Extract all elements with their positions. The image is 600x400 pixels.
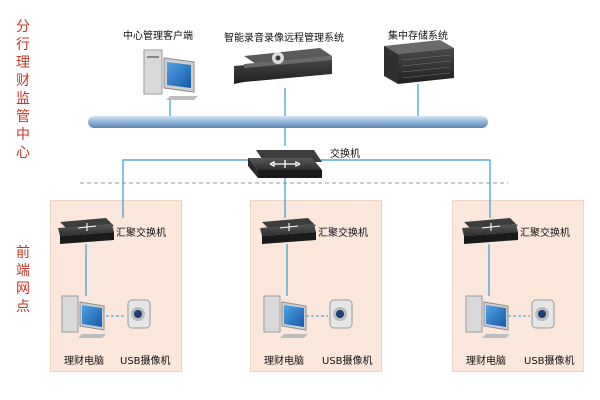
branch-1-switch-label: 汇聚交换机 <box>116 228 166 239</box>
network-bus <box>88 116 488 128</box>
branch-2-pc-label: 理财电脑 <box>264 356 304 367</box>
branch-2-switch-label: 汇聚交换机 <box>318 228 368 239</box>
branch-1-switch-icon <box>58 218 114 244</box>
link-branch-3 <box>320 159 491 218</box>
recorder-icon <box>234 48 332 84</box>
storage-icon <box>384 40 454 84</box>
core-switch-icon <box>248 150 322 178</box>
branch-2-switch-icon <box>260 218 316 244</box>
branch-3-camera-icon <box>531 299 555 329</box>
branch-1-camera-icon <box>127 299 151 329</box>
branch-2-camera-icon <box>329 299 353 329</box>
client-pc-icon <box>143 49 198 100</box>
center-region-label: 分 行 理 财 监 管 中 心 <box>16 19 30 161</box>
branch-3-switch-label: 汇聚交换机 <box>520 228 570 239</box>
core-switch-label: 交换机 <box>330 149 360 160</box>
recorder-label: 智能录音录像远程管理系统 <box>224 33 344 44</box>
branch-1-pc-icon <box>61 295 106 338</box>
client-label: 中心管理客户端 <box>123 31 193 42</box>
branch-2-camera-label: USB摄像机 <box>322 356 373 367</box>
branch-2-pc-icon <box>263 295 308 338</box>
branch-3-pc-icon <box>465 295 510 338</box>
branch-3-pc-label: 理财电脑 <box>466 356 506 367</box>
branch-3-switch-icon <box>462 218 518 244</box>
branch-region-label: 前 端 网 点 <box>16 245 30 315</box>
branch-1-pc-label: 理财电脑 <box>64 356 104 367</box>
branch-1-camera-label: USB摄像机 <box>120 356 171 367</box>
branch-3-camera-label: USB摄像机 <box>524 356 575 367</box>
link-branch-1 <box>122 159 250 218</box>
storage-label: 集中存储系统 <box>388 31 448 42</box>
